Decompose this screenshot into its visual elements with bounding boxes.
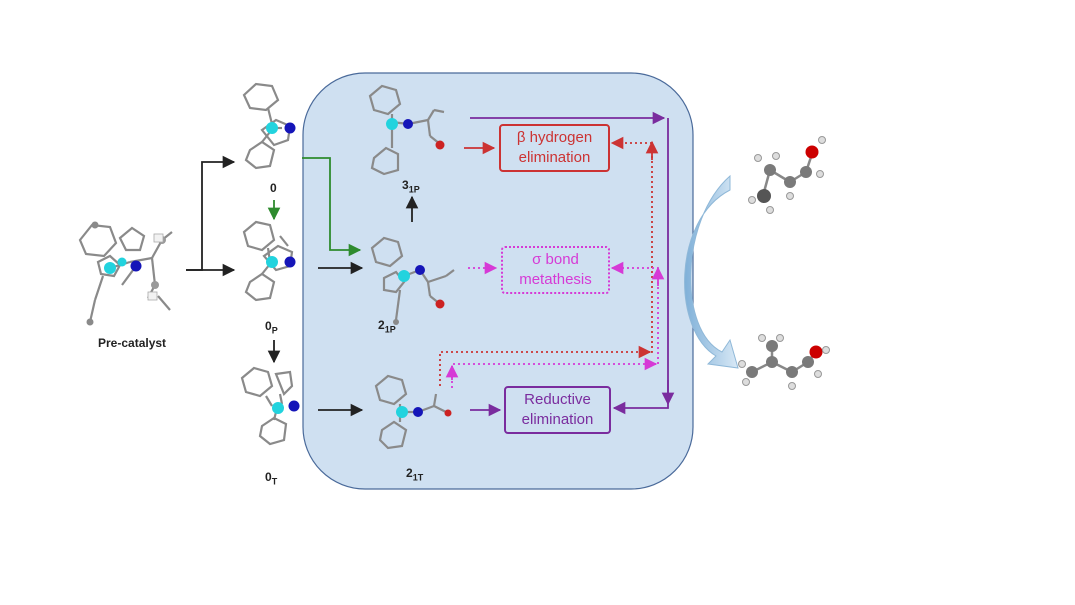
reductive-elimination-box: Reductive elimination [504,386,611,434]
label-0: 0 [270,181,277,195]
product-bottom-h-atom-2 [738,360,746,368]
beta-hydrogen-elimination-box: β hydrogen elimination [499,124,610,172]
arrow-0-to-2-1p-green [302,157,362,257]
arrow-right-to-reductive-purple [612,118,669,415]
label-0p-sub: P [271,325,278,336]
beta-hydrogen-elimination-text: β hydrogen elimination [517,128,592,168]
product-bottom-h-atom-4 [788,382,796,390]
product-top-h-atom-5 [816,170,824,178]
molecule-2-1p [370,236,455,321]
product-bottom-o-atom [809,345,823,359]
product-top-h-atom-3 [772,152,780,160]
product-bottom-h-atom-5 [814,370,822,378]
precatalyst-si-atom-1 [153,233,164,243]
sigma-bond-metathesis-box: σ bond metathesis [501,246,610,294]
molecule-0t-n-atom [288,400,300,412]
molecule-0-ti-atom [266,122,278,134]
molecule-0p-n-atom [284,256,296,268]
sigma-bond-metathesis-text: σ bond metathesis [519,250,592,290]
product-top-c-atom-1 [764,164,776,176]
product-bottom-h-atom-7 [776,334,784,342]
product-bottom-h-atom-1 [822,346,830,354]
product-bottom-c-atom-3 [786,366,798,378]
label-3-1p-sub: 1P [408,184,420,195]
molecule-0t [240,366,294,446]
product-top-h-atom-7 [766,206,774,214]
reductive-elimination-text: Reductive elimination [522,390,594,430]
product-top-c-atom-4 [757,189,771,203]
label-0t: 0T [265,470,277,486]
label-2-1p-sub: 1P [384,324,396,335]
molecule-2-1p-ti-atom [398,270,410,282]
product-curve-arrow [684,174,739,369]
precatalyst-c-atom-4 [91,221,99,229]
product-bottom-c-atom-1 [746,366,758,378]
product-top-c-atom-3 [800,166,812,178]
sigma-line-1: σ bond [532,251,579,268]
molecule-3-1p-o-atom [435,140,445,150]
molecule-0-n-atom [284,122,296,134]
label-2-1p-base: 2 [378,318,385,332]
molecule-0t-ti-atom [272,402,284,414]
product-bottom-c-atom-2 [766,356,778,368]
molecule-2-1p-c-atom [393,319,399,325]
product-top-h-atom-1 [818,136,826,144]
product-top-h-atom-4 [786,192,794,200]
product-molecule-bottom [738,334,830,390]
sigma-line-2: metathesis [519,271,592,288]
product-bottom-c-atom-4 [802,356,814,368]
label-0p-base: 0 [265,319,272,333]
product-top-o-atom [805,145,819,159]
molecule-0p-ti-atom [266,256,278,268]
product-bottom-h-atom-3 [742,378,750,386]
precatalyst-ti-atom-2 [117,257,127,267]
reductive-line-2: elimination [521,411,594,428]
precatalyst-c-atom-3 [86,318,94,326]
product-bottom-c-atom-5 [766,340,778,352]
label-2-1t: 21T [406,466,423,482]
label-2-1t-sub: 1T [412,472,424,483]
molecule-3-1p-n-atom [403,119,413,129]
arrow-precatalyst-branch [186,155,236,271]
precatalyst-ti-atom-1 [104,262,116,274]
precatalyst-c-atom-2 [151,281,159,289]
precatalyst-n-atom [130,260,142,272]
catalytic-panel [302,72,694,490]
molecule-2-1t-n-atom [413,407,423,417]
reductive-line-1: Reductive [524,391,591,408]
label-0p: 0P [265,319,278,335]
label-0t-base: 0 [265,470,272,484]
label-3-1p: 31P [402,178,420,194]
label-3-1p-base: 3 [402,178,409,192]
product-top-h-atom-6 [748,196,756,204]
beta-line-1: β hydrogen [516,129,593,146]
label-2-1p: 21P [378,318,396,334]
label-precatalyst: Pre-catalyst [98,336,167,350]
molecule-2-1p-o-atom [435,299,445,309]
label-0t-sub: T [271,476,278,487]
arrow-2-1t-to-beta-red-dotted [439,136,653,386]
molecule-2-1t-o-atom [444,409,452,417]
precatalyst-si-atom-2 [147,291,158,301]
molecule-2-1t-ti-atom [396,406,408,418]
molecule-3-1p-ti-atom [386,118,398,130]
product-top-h-atom-2 [754,154,762,162]
molecule-2-1p-n-atom [415,265,425,275]
product-top-c-atom-2 [784,176,796,188]
product-molecule-top [748,136,826,214]
beta-line-2: elimination [518,149,591,166]
label-2-1t-base: 2 [406,466,413,480]
product-bottom-h-atom-6 [758,334,766,342]
